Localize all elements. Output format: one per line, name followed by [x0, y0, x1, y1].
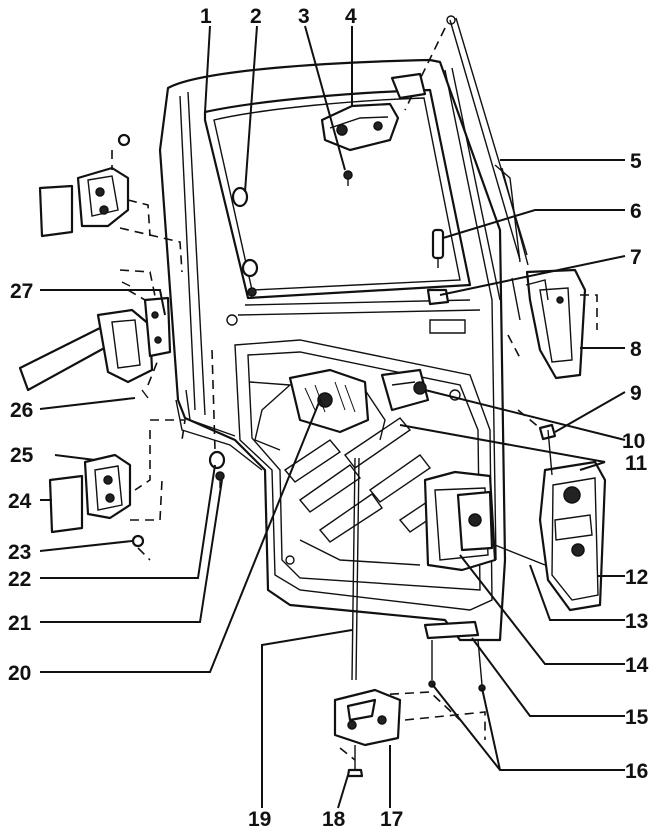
callout-2: 2	[250, 5, 262, 28]
lower-hinge	[48, 419, 186, 561]
callout-13: 13	[625, 610, 648, 633]
callout-24: 24	[8, 490, 32, 513]
linkage-rod	[351, 457, 360, 681]
bolt-18	[339, 745, 364, 778]
screw	[343, 170, 353, 186]
callout-17: 17	[380, 808, 403, 831]
callout-7: 7	[630, 246, 642, 269]
lock-mechanism	[538, 429, 607, 612]
door-lock	[423, 470, 546, 572]
callout-22: 22	[8, 568, 31, 591]
callout-8: 8	[630, 338, 642, 361]
striker-plate	[374, 620, 486, 740]
callout-23: 23	[8, 541, 31, 564]
callout-26: 26	[10, 399, 33, 422]
lower-fasteners	[208, 258, 259, 488]
window-regulator	[249, 368, 386, 451]
callout-4: 4	[345, 5, 357, 28]
callout-16: 16	[625, 760, 648, 783]
door-check	[18, 269, 172, 399]
callout-25: 25	[10, 444, 34, 467]
door-shell	[158, 58, 507, 642]
callout-3: 3	[298, 5, 310, 28]
callout-15: 15	[625, 706, 649, 729]
callout-9: 9	[630, 382, 642, 405]
callout-5: 5	[630, 150, 642, 173]
window-bracket	[320, 72, 427, 152]
leader-lines	[39, 25, 626, 809]
remote-control	[380, 368, 430, 412]
callout-11: 11	[625, 452, 648, 475]
callout-27: 27	[10, 280, 33, 303]
lock-button-rod	[431, 228, 445, 268]
callout-10: 10	[622, 430, 645, 453]
callout-6: 6	[630, 200, 642, 223]
callout-12: 12	[625, 566, 648, 589]
outside-handle	[507, 268, 598, 380]
callout-21: 21	[8, 612, 32, 635]
callout-19: 19	[248, 808, 271, 831]
grommet	[231, 186, 249, 208]
callout-18: 18	[322, 808, 346, 831]
upper-hinge	[38, 133, 183, 273]
callout-1: 1	[200, 5, 212, 28]
callout-14: 14	[625, 654, 649, 677]
lower-guide	[333, 688, 402, 747]
callout-labels: 1 2 3 4 5 6 7 8 9 10 11 12 13 14 15 16 1…	[8, 5, 649, 831]
callout-20: 20	[8, 662, 31, 685]
